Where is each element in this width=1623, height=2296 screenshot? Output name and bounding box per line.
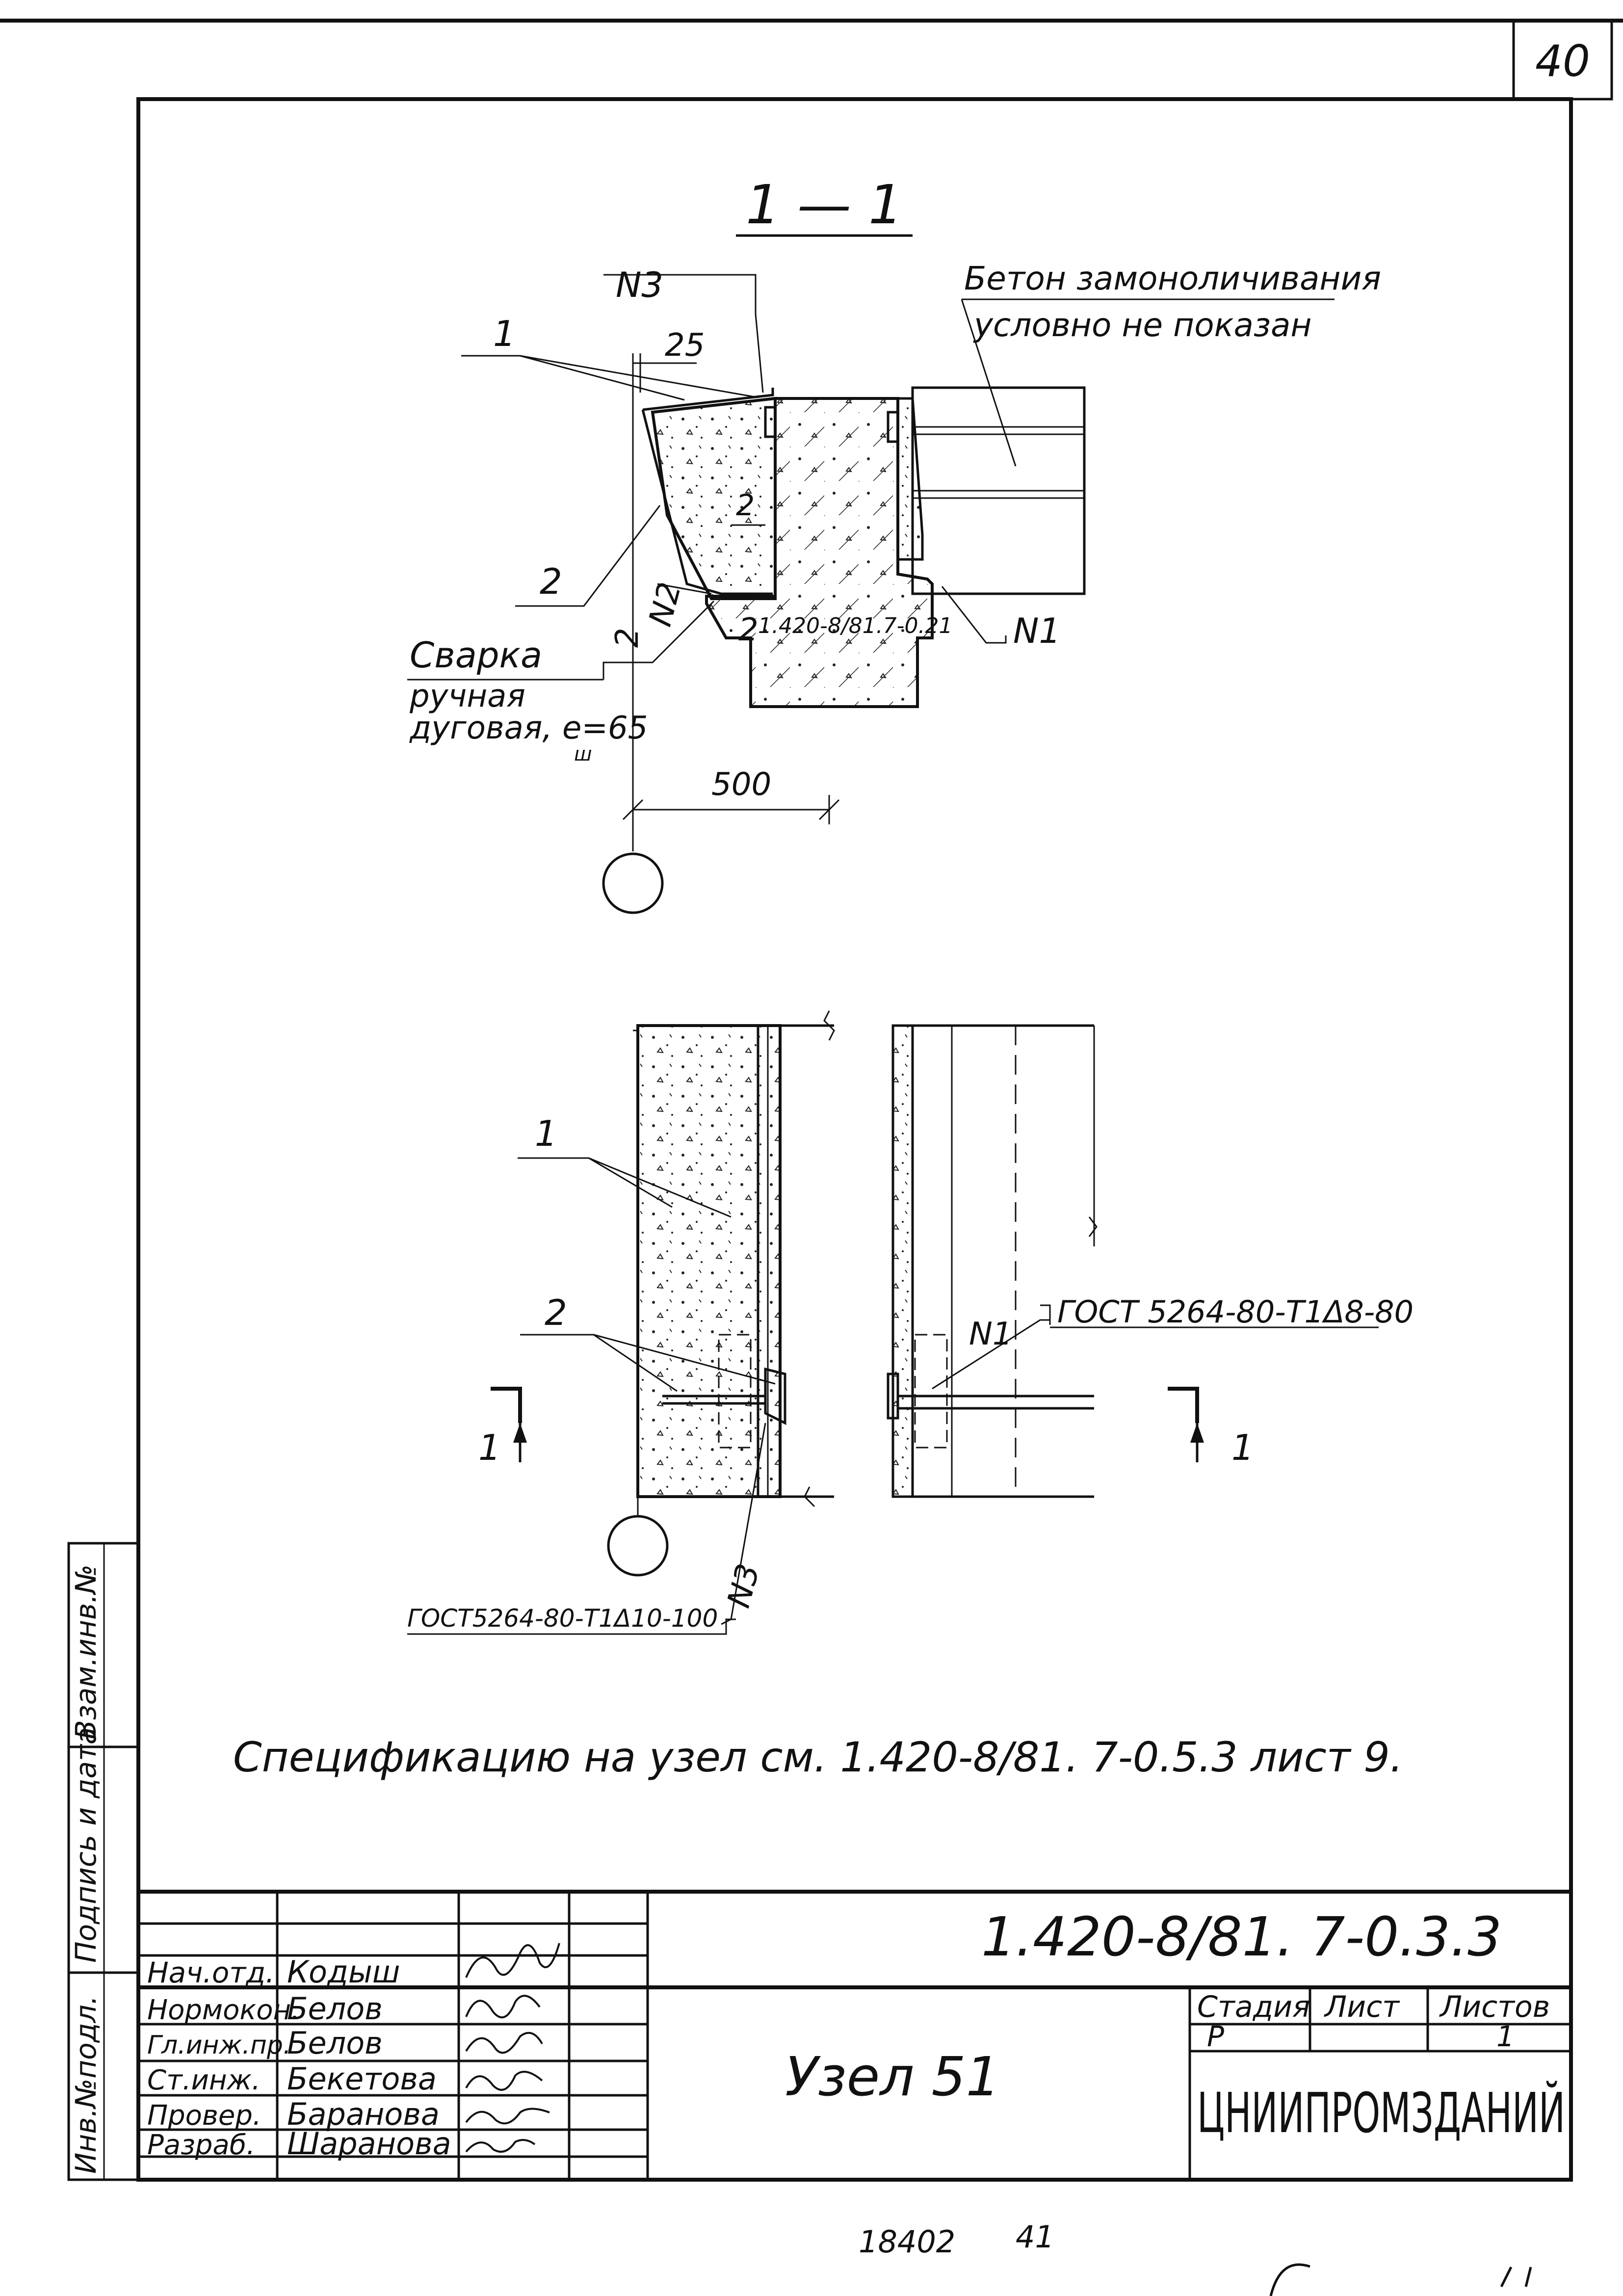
label-item2-n2: 2 bbox=[609, 628, 646, 648]
axis-bubble-lower bbox=[607, 1515, 669, 1577]
label-n3-lower: N3 bbox=[721, 1560, 767, 1611]
plan-left-panel bbox=[636, 1024, 782, 1498]
name-3: Бекетова bbox=[287, 2061, 437, 2097]
cut-mark-left: 1 bbox=[478, 1387, 527, 1468]
axis-bubble bbox=[602, 852, 664, 914]
dim-2: 2 bbox=[736, 488, 755, 523]
label-n3-top: N3 bbox=[616, 265, 663, 305]
label-n1-top: N1 bbox=[1013, 611, 1061, 651]
label-item1-lower: 1 bbox=[535, 1113, 557, 1154]
weld-note-line1: Сварка bbox=[410, 634, 542, 676]
role-0: Нач.отд. bbox=[147, 1956, 275, 1989]
weld-note-line2: ручная bbox=[409, 678, 525, 714]
stamp-inv-no: Инв.№подл. bbox=[69, 1996, 103, 2174]
stamp-replacement-inv: Взам.инв.№ bbox=[69, 1564, 103, 1740]
cut-label-right: 1 bbox=[1231, 1427, 1254, 1468]
name-5: Шаранова bbox=[287, 2126, 451, 2162]
cut-label-left: 1 bbox=[478, 1427, 501, 1468]
name-0: Кодыш bbox=[287, 1954, 400, 1990]
stamp-signature-date: Подпись и дата bbox=[69, 1727, 103, 1963]
archive-page: 41 bbox=[1016, 2219, 1054, 2255]
organization: ЦНИИПРОМЗДАНИЙ bbox=[1197, 2081, 1565, 2145]
spec-note: Спецификацию на узел см. 1.420-8/81. 7-0… bbox=[233, 1733, 1403, 1781]
weld-note-line3: дуговая, e=65 bbox=[409, 710, 648, 746]
label-n1-lower: N1 bbox=[969, 1316, 1013, 1352]
gost-left: ГОСТ5264-80-Т1Δ10-100 bbox=[407, 1604, 718, 1633]
role-1: Нормокон. bbox=[147, 1994, 300, 2026]
doc-code: 1.420-8/81. 7-0.3.3 bbox=[981, 1905, 1502, 1968]
sheets-value: 1 bbox=[1496, 2020, 1515, 2053]
section-label: 1 — 1 bbox=[746, 173, 903, 236]
side-stamp: Инв.№подл. Подпись и дата Взам.инв.№ bbox=[67, 1542, 140, 2181]
plan-view: 1 2 N1 ГОСТ 5264-80-Т1Δ8-80 N3 ГОСТ5264-… bbox=[407, 1010, 1414, 1635]
stage-header: Стадия bbox=[1197, 1990, 1310, 2024]
weld-note-subscript: ш bbox=[574, 743, 592, 765]
node-title: Узел 51 bbox=[785, 2045, 1000, 2108]
name-4: Баранова bbox=[287, 2096, 440, 2132]
concrete-note-line2: условно не показан bbox=[973, 306, 1312, 344]
role-3: Ст.инж. bbox=[147, 2064, 261, 2096]
role-5: Разраб. bbox=[147, 2129, 255, 2161]
stage-value: Р bbox=[1207, 2020, 1224, 2053]
concrete-note-line1: Бетон замоноличивания bbox=[964, 260, 1381, 297]
dim-25: 25 bbox=[665, 327, 705, 364]
gost-right: ГОСТ 5264-80-Т1Δ8-80 bbox=[1057, 1294, 1414, 1330]
cut-mark-right: 1 bbox=[1168, 1387, 1254, 1468]
role-2: Гл.инж.пр. bbox=[147, 2031, 291, 2060]
slab-left bbox=[651, 396, 777, 600]
archive-number: 18402 bbox=[859, 2224, 955, 2260]
role-4: Провер. bbox=[147, 2100, 262, 2132]
name-2: Белов bbox=[287, 2025, 383, 2061]
label-n2: N2 bbox=[642, 579, 688, 630]
column-section bbox=[705, 397, 934, 708]
label-item2-lower: 2 bbox=[545, 1292, 567, 1333]
label-item1-top: 1 bbox=[493, 313, 516, 354]
bottom-scribble bbox=[1269, 2263, 1532, 2296]
title-block: Нач.отд. Кодыш Нормокон. Белов Гл.инж.пр… bbox=[136, 1890, 1573, 2182]
label-item2-top: 2 bbox=[540, 561, 562, 602]
name-1: Белов bbox=[287, 1991, 383, 2027]
slab-right bbox=[896, 397, 924, 561]
sheet-number: 40 bbox=[1535, 36, 1590, 86]
sheet-header: Лист bbox=[1324, 1990, 1400, 2024]
ref-inner: 1.420-8/81.7-0.21 bbox=[758, 613, 952, 638]
signatures bbox=[465, 1943, 560, 2153]
plan-right-panel bbox=[891, 1024, 914, 1498]
sheets-header: Листов bbox=[1439, 1990, 1550, 2024]
dim-500: 500 bbox=[711, 766, 771, 803]
section-view: 1 — 1 25 500 N3 1 bbox=[407, 173, 1381, 914]
label-item2-section: 2 bbox=[738, 612, 759, 648]
